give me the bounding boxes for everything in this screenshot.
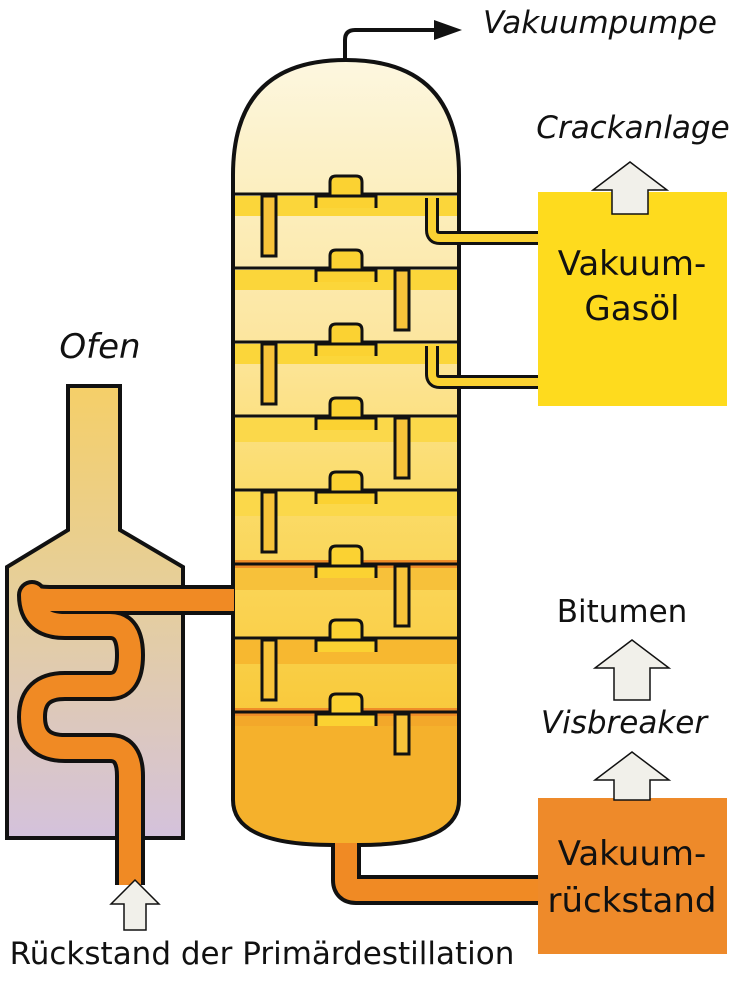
cracker-label: Crackanlage [536,110,729,146]
vacuum-residue-box: Vakuum- rückstand [538,798,727,954]
residue-line [331,843,540,905]
residue-label-line2: rückstand [548,881,717,921]
gasoil-draw-lines [425,198,540,389]
furnace [5,384,234,885]
visbreaker-label: Visbreaker [541,705,709,741]
arrow-to-bitumen [592,639,672,701]
residue-label-line1: Vakuum- [558,834,707,874]
furnace-label: Ofen [59,327,140,367]
column-trays [233,174,459,845]
bitumen-label: Bitumen [557,594,688,630]
arrow-to-visbreaker [592,751,672,801]
arrow-feed [109,878,161,931]
vacuum-column [231,57,461,847]
feed-label: Rückstand der Primärdestillation [10,936,515,972]
vacuum-pump-label: Vakuumpumpe [483,5,717,41]
gasoil-label-line1: Vakuum- [558,244,707,284]
arrow-to-cracker [590,161,670,215]
gasoil-label-line2: Gasöl [584,289,679,329]
vacuum-gasoil-box: Vakuum- Gasöl [538,192,727,406]
